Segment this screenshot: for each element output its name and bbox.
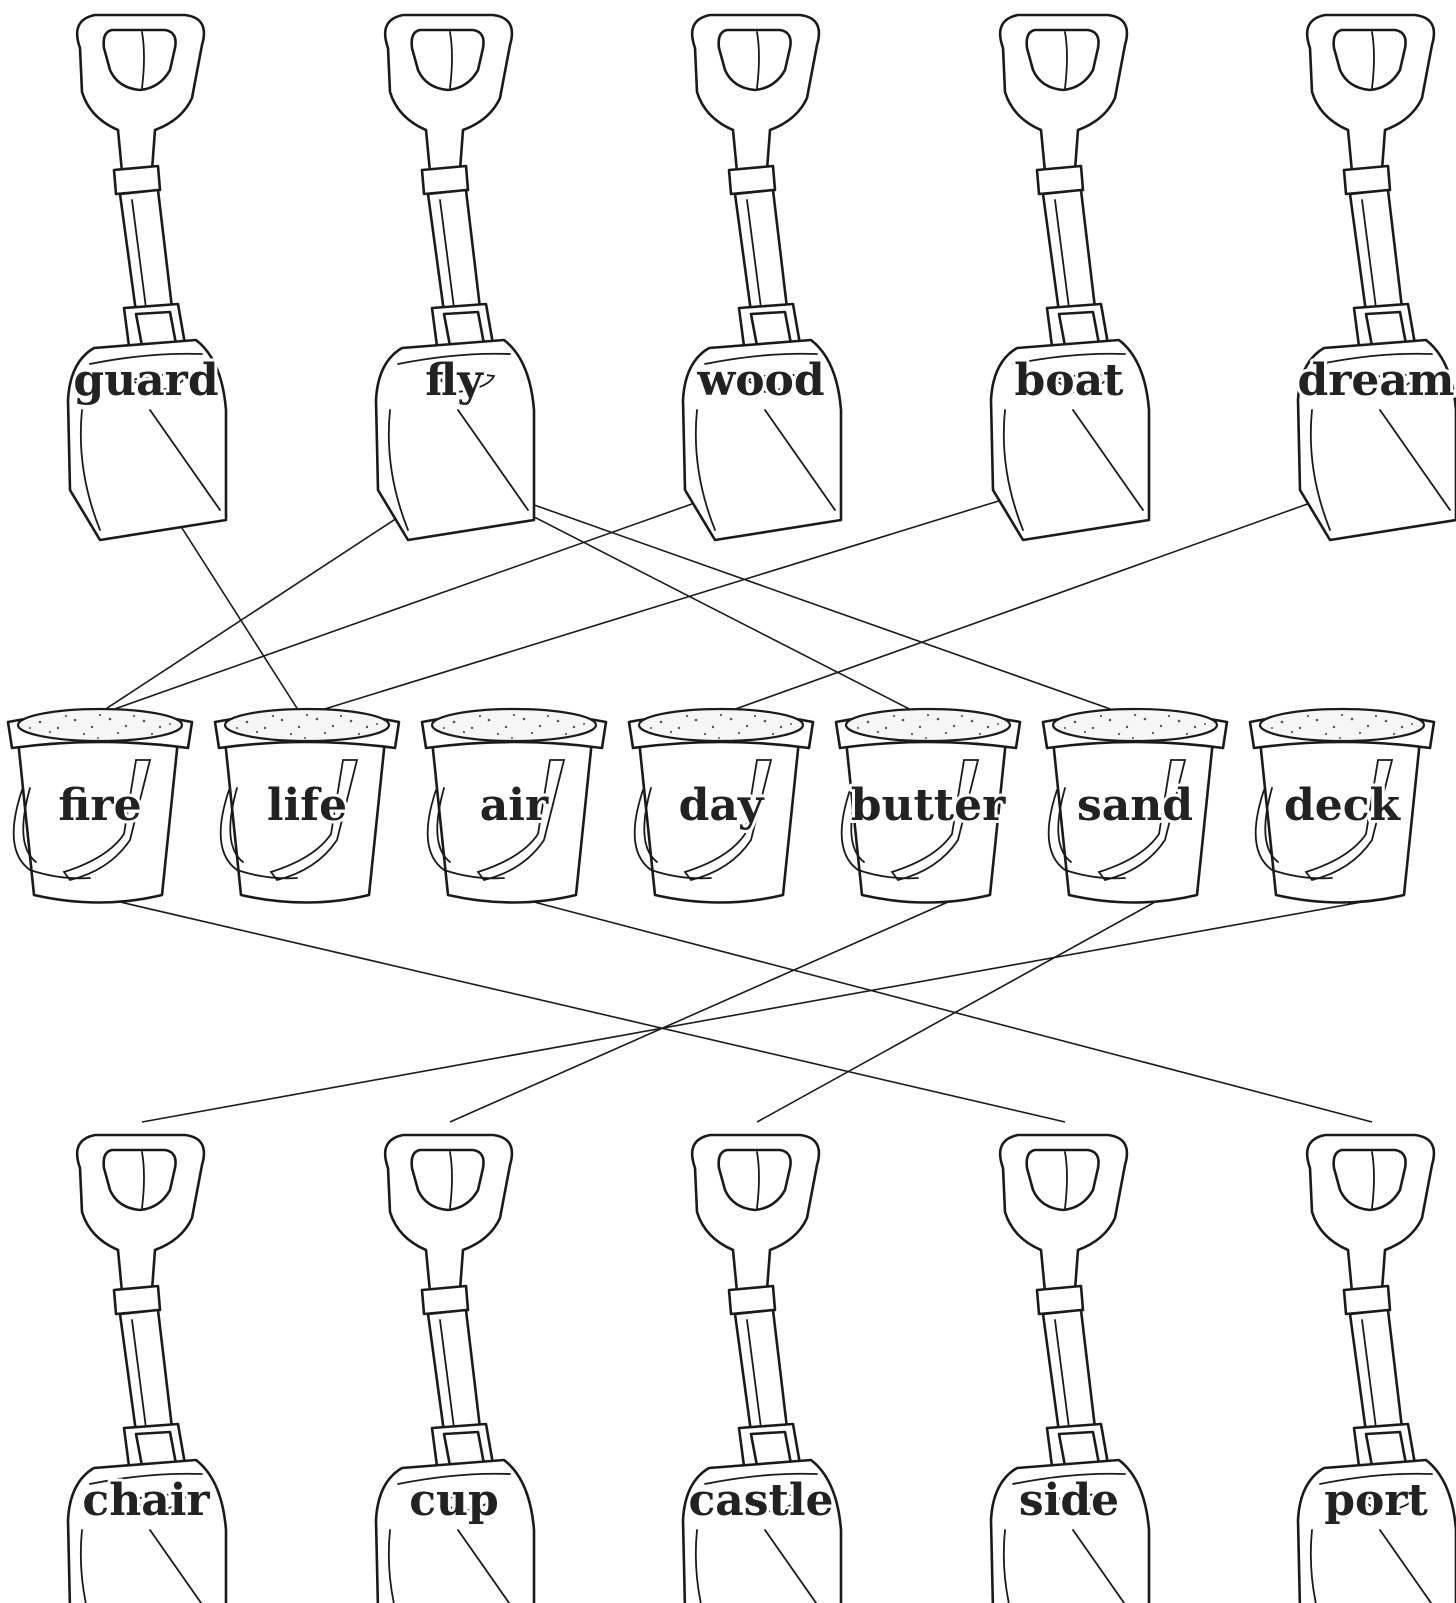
match-line: [119, 901, 1066, 1123]
bucket: life: [213, 707, 401, 904]
top-shovel-word: boat: [1015, 355, 1125, 406]
match-line: [457, 477, 1131, 717]
bucket: air: [420, 707, 608, 904]
bottom-shovel: chair: [66, 1133, 228, 1603]
match-line: [715, 477, 1381, 717]
match-line: [457, 477, 924, 717]
shovel-icon: [1296, 13, 1456, 542]
bucket-word: life: [267, 780, 347, 831]
bucket-word: day: [679, 780, 765, 831]
bucket: day: [627, 707, 815, 904]
bottom-shovel-word: cup: [409, 1475, 499, 1526]
match-line: [533, 901, 1373, 1123]
match-line: [141, 901, 1363, 1123]
bottom-shovel-word: side: [1019, 1475, 1119, 1526]
shovel-icon: [66, 13, 228, 542]
top-shovel: fly: [374, 13, 536, 542]
bottom-shovel-word: port: [1324, 1475, 1428, 1526]
bottom-shovel: side: [989, 1133, 1151, 1603]
top-shovel: guard: [66, 13, 228, 542]
bucket: deck: [1248, 707, 1436, 904]
bottom-shovel-word: chair: [82, 1475, 210, 1526]
bottom-shovel: port: [1296, 1133, 1456, 1603]
top-shovel-word: fly: [425, 355, 484, 406]
bucket: fire: [6, 707, 194, 904]
shovel-icon: [374, 1133, 536, 1603]
shovel-icon: [66, 1133, 228, 1603]
top-shovel: dream: [1294, 13, 1456, 542]
top-shovel-word: dream: [1297, 355, 1454, 406]
bucket-word: sand: [1077, 780, 1193, 831]
bottom-shovel-row: chair cup castle side port: [66, 1133, 1456, 1603]
match-line: [301, 477, 1074, 717]
bucket-word: butter: [851, 780, 1006, 831]
match-line: [449, 901, 949, 1123]
shovel-icon: [681, 13, 843, 542]
shovel-icon: [374, 13, 536, 542]
top-shovel: wood: [681, 13, 843, 542]
top-shovel-word: guard: [73, 355, 218, 406]
shovel-icon: [989, 1133, 1151, 1603]
top-shovel-word: wood: [696, 355, 824, 406]
top-shovel-row: guard fly wood boat dream: [66, 13, 1456, 542]
bucket-word: air: [480, 780, 549, 831]
match-line: [756, 901, 1156, 1123]
bottom-shovel-word: castle: [688, 1475, 833, 1526]
shovel-icon: [989, 13, 1151, 542]
match-lines: [94, 477, 1381, 1123]
bottom-shovel: cup: [374, 1133, 536, 1603]
bucket-row: fire life air day butter sand deck: [6, 707, 1436, 904]
bucket: butter: [834, 707, 1022, 904]
bucket-word: fire: [58, 780, 141, 831]
bucket-word: deck: [1284, 780, 1402, 831]
top-shovel: boat: [989, 13, 1151, 542]
shovel-icon: [1296, 1133, 1456, 1603]
match-line: [94, 477, 766, 717]
bottom-shovel: castle: [681, 1133, 843, 1603]
shovel-icon: [681, 1133, 843, 1603]
bucket: sand: [1041, 707, 1229, 904]
